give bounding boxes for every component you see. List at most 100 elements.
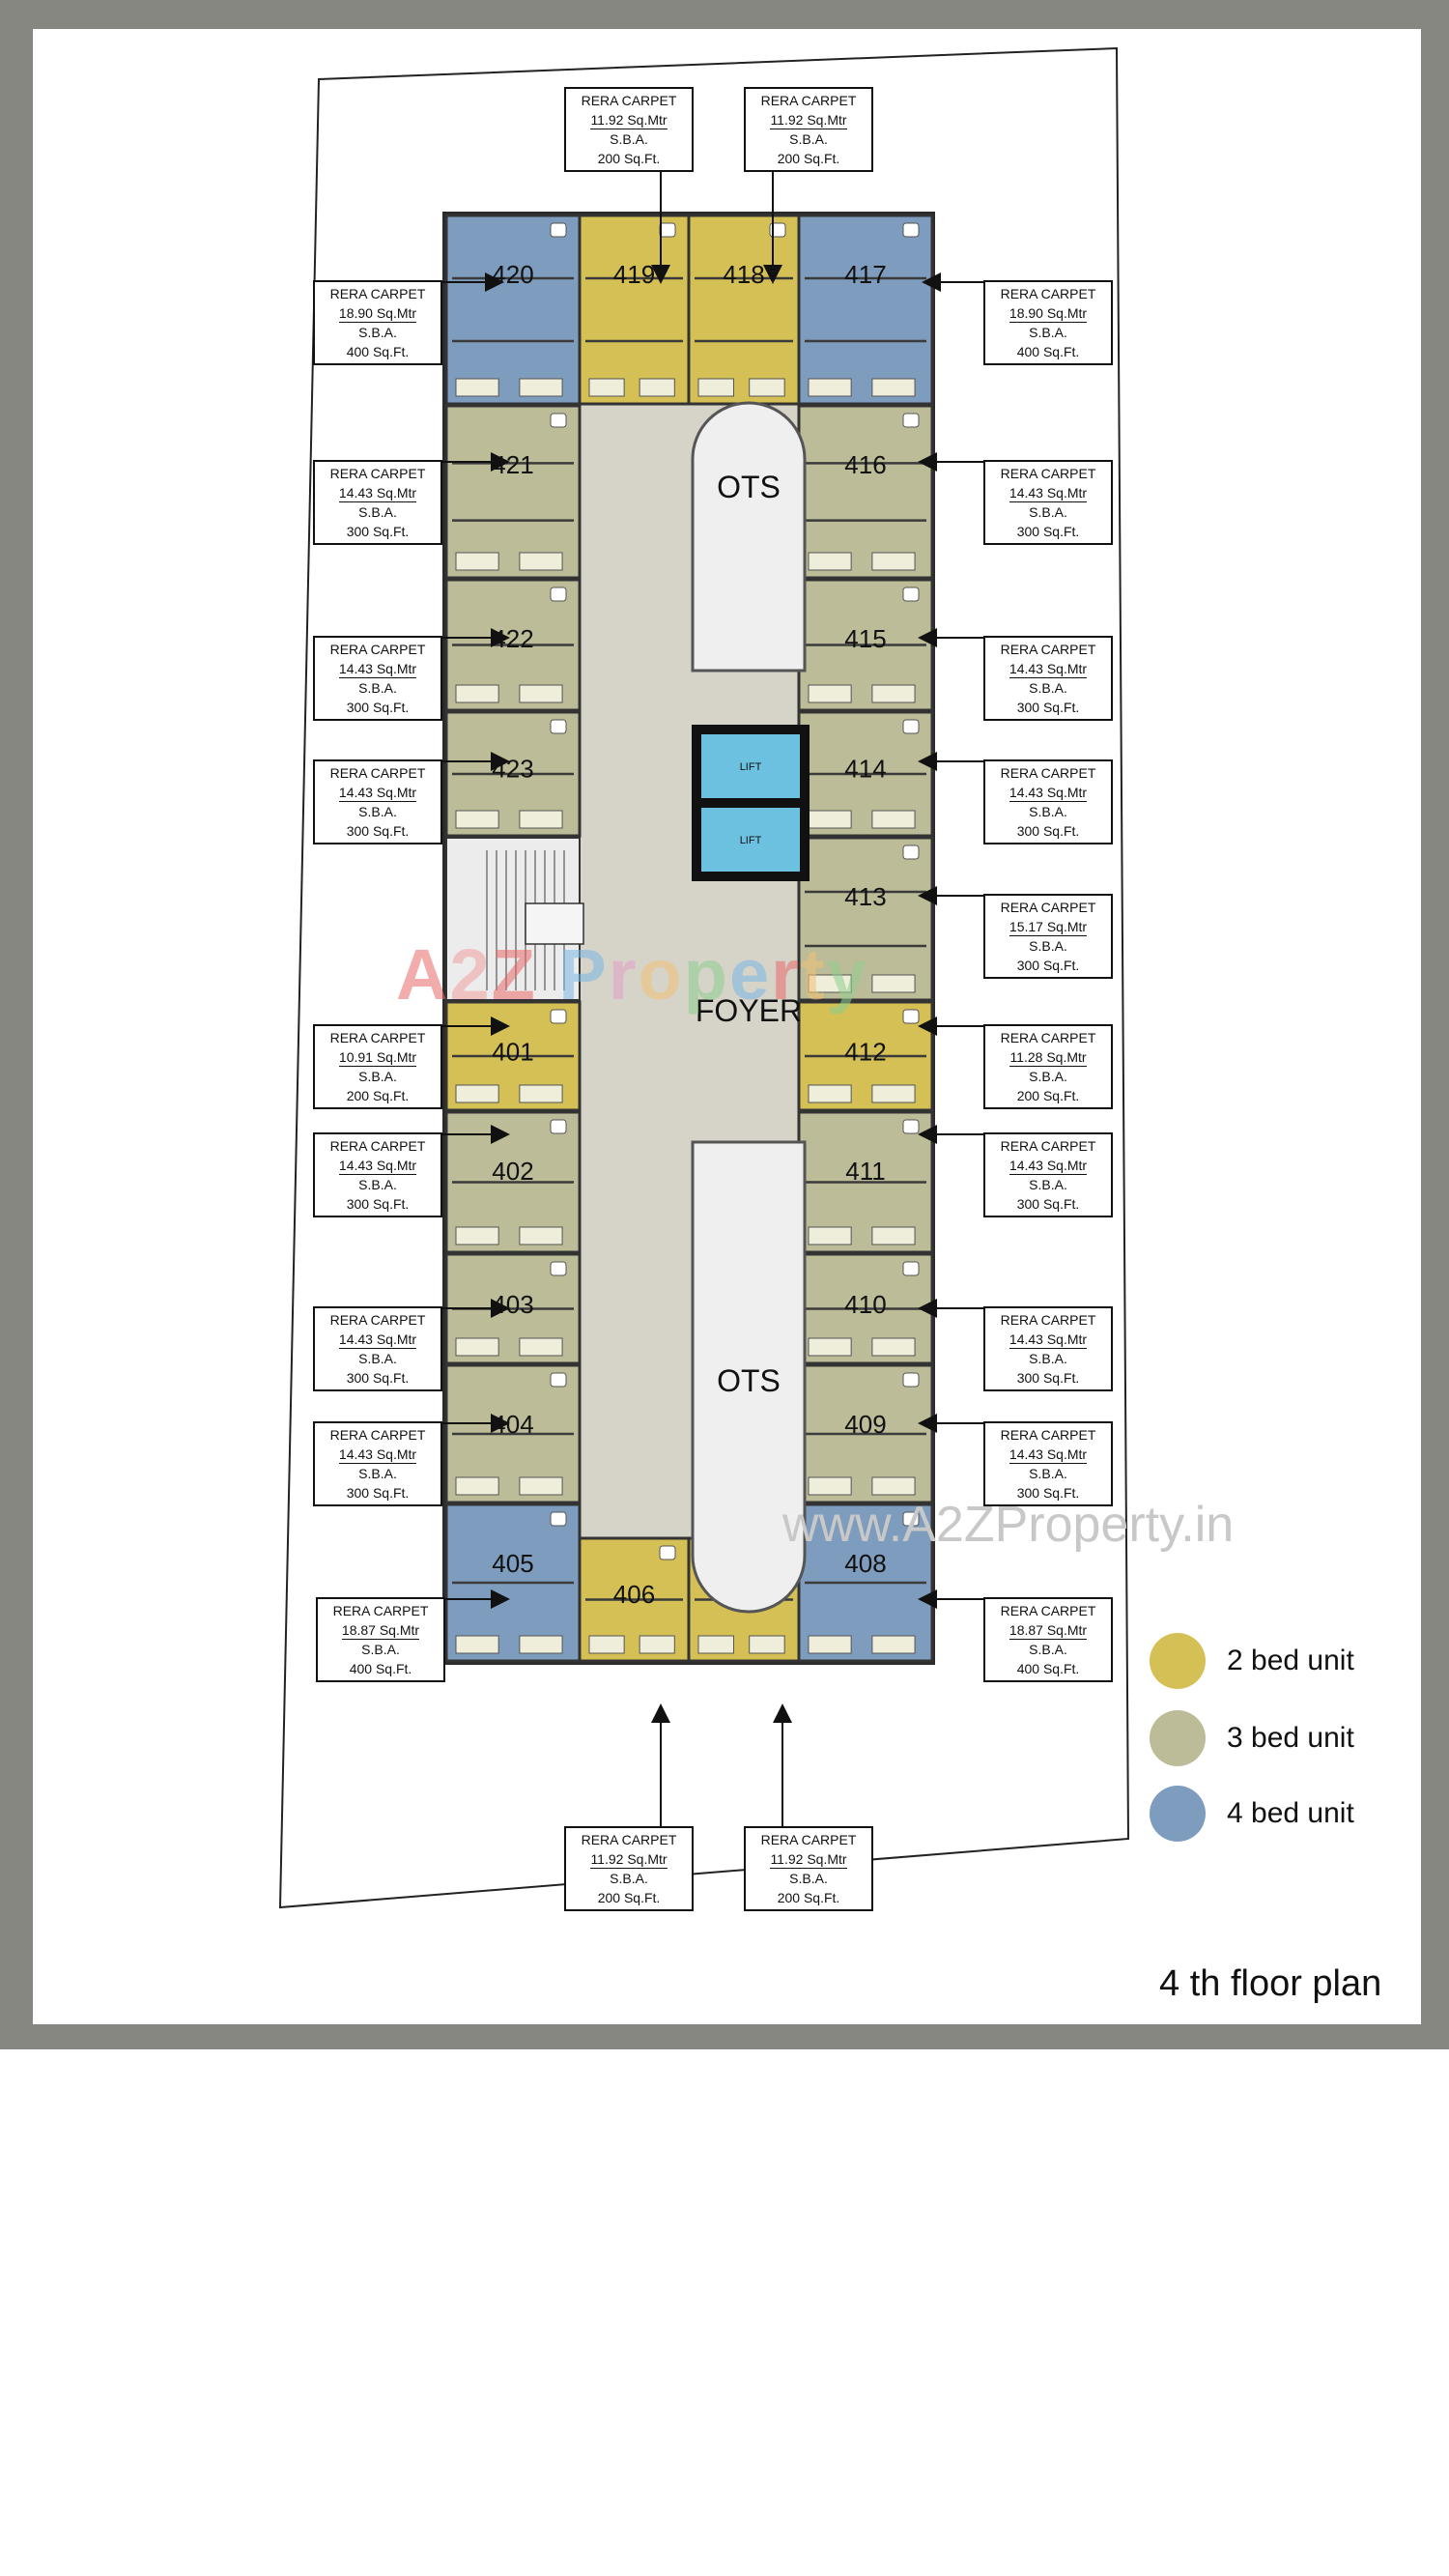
area-label-line1: RERA CARPET <box>329 642 426 657</box>
bed-shape <box>519 1476 563 1496</box>
unit-number-415: 415 <box>844 624 886 653</box>
bed-shape <box>519 1337 563 1357</box>
unit-number-420: 420 <box>492 260 533 289</box>
bed-shape <box>697 1635 734 1654</box>
area-label-line2: 14.43 Sq.Mtr <box>1009 1158 1088 1175</box>
bed-shape <box>519 378 563 397</box>
unit-number-406: 406 <box>613 1580 655 1609</box>
toilet-icon <box>659 222 676 238</box>
area-label-line3: S.B.A. <box>610 1871 648 1886</box>
unit-421-area <box>444 404 582 580</box>
area-label-line4: 200 Sq.Ft. <box>346 1088 410 1103</box>
unit-410 <box>797 1252 934 1365</box>
area-label-line4: 300 Sq.Ft. <box>346 1485 410 1501</box>
bed-shape <box>808 810 852 829</box>
watermark-brand: A2Z Property <box>396 934 868 1015</box>
area-label-line1: RERA CARPET <box>760 93 857 108</box>
unit-406 <box>578 1536 691 1663</box>
toilet-icon <box>550 1119 567 1134</box>
bed-shape <box>519 1635 563 1654</box>
unit-number-413: 413 <box>844 882 886 911</box>
bed-shape <box>455 552 499 571</box>
area-label-line2: 11.92 Sq.Mtr <box>770 112 847 129</box>
unit-number-414: 414 <box>844 755 886 784</box>
unit-413-area <box>797 836 934 1002</box>
unit-419-area <box>578 214 691 406</box>
toilet-icon <box>659 1545 676 1560</box>
area-label-line3: S.B.A. <box>361 1642 400 1657</box>
area-label-line4: 300 Sq.Ft. <box>346 524 410 539</box>
unit-number-403: 403 <box>492 1290 533 1319</box>
bed-shape <box>455 1635 499 1654</box>
toilet-icon <box>550 222 567 238</box>
area-label-line2: 14.43 Sq.Mtr <box>338 1446 417 1464</box>
unit-402 <box>444 1110 582 1254</box>
area-label-line2: 14.43 Sq.Mtr <box>338 1158 417 1175</box>
area-label-line3: S.B.A. <box>358 1351 397 1366</box>
unit-408 <box>797 1503 934 1663</box>
bed-shape <box>871 684 916 703</box>
area-label-line4: 400 Sq.Ft. <box>346 344 410 359</box>
unit-420 <box>444 214 582 406</box>
bed-shape <box>519 810 563 829</box>
area-label-line1: RERA CARPET <box>329 1030 426 1045</box>
area-label-line4: 300 Sq.Ft. <box>346 1370 410 1386</box>
unit-417 <box>797 214 934 406</box>
area-label-line3: S.B.A. <box>358 1069 397 1084</box>
bed-shape <box>871 552 916 571</box>
bed-shape <box>808 1635 852 1654</box>
area-label-line1: RERA CARPET <box>329 765 426 781</box>
bed-shape <box>455 810 499 829</box>
unit-412 <box>797 1000 934 1112</box>
area-label-line2: 14.43 Sq.Mtr <box>1009 785 1088 802</box>
bed-shape <box>808 378 852 397</box>
bed-shape <box>455 684 499 703</box>
legend-item: 3 bed unit <box>1150 1710 1354 1766</box>
area-label-line4: 300 Sq.Ft. <box>346 1196 410 1212</box>
bed-shape <box>749 378 785 397</box>
unit-414 <box>797 710 934 838</box>
toilet-icon <box>550 1261 567 1276</box>
unit-413 <box>797 836 934 1002</box>
lift-2-label: LIFT <box>740 835 762 846</box>
area-label-line3: S.B.A. <box>610 131 648 147</box>
unit-418 <box>687 214 801 406</box>
bed-shape <box>519 1084 563 1103</box>
legend-swatch <box>1150 1786 1206 1842</box>
unit-number-408: 408 <box>844 1549 886 1578</box>
area-label-line3: S.B.A. <box>358 325 397 340</box>
bed-shape <box>749 1635 785 1654</box>
area-label-line1: RERA CARPET <box>1000 466 1096 481</box>
lift-car-1 <box>701 734 800 798</box>
bed-shape <box>455 1226 499 1245</box>
area-label-line1: RERA CARPET <box>329 1312 426 1328</box>
area-label-line2: 14.43 Sq.Mtr <box>338 785 417 802</box>
area-label-line3: S.B.A. <box>358 804 397 819</box>
area-label-line1: RERA CARPET <box>329 1427 426 1443</box>
unit-422 <box>444 578 582 712</box>
ots-void-upper-shape <box>691 401 807 673</box>
foyer-label: FOYER <box>696 993 802 1028</box>
ots-void-lower-shape <box>691 1140 807 1614</box>
area-label-line1: RERA CARPET <box>1000 286 1096 301</box>
toilet-icon <box>902 1119 920 1134</box>
area-label-line1: RERA CARPET <box>329 286 426 301</box>
unit-423 <box>444 710 582 838</box>
area-label-line4: 300 Sq.Ft. <box>1016 823 1080 839</box>
area-label-line3: S.B.A. <box>358 680 397 696</box>
unit-number-402: 402 <box>492 1157 533 1186</box>
area-label-line3: S.B.A. <box>1029 1351 1067 1366</box>
area-label-line1: RERA CARPET <box>1000 765 1096 781</box>
unit-number-411: 411 <box>845 1157 885 1186</box>
area-label-line3: S.B.A. <box>789 131 828 147</box>
area-label-line4: 400 Sq.Ft. <box>1016 1661 1080 1676</box>
area-label-line1: RERA CARPET <box>1000 1138 1096 1154</box>
